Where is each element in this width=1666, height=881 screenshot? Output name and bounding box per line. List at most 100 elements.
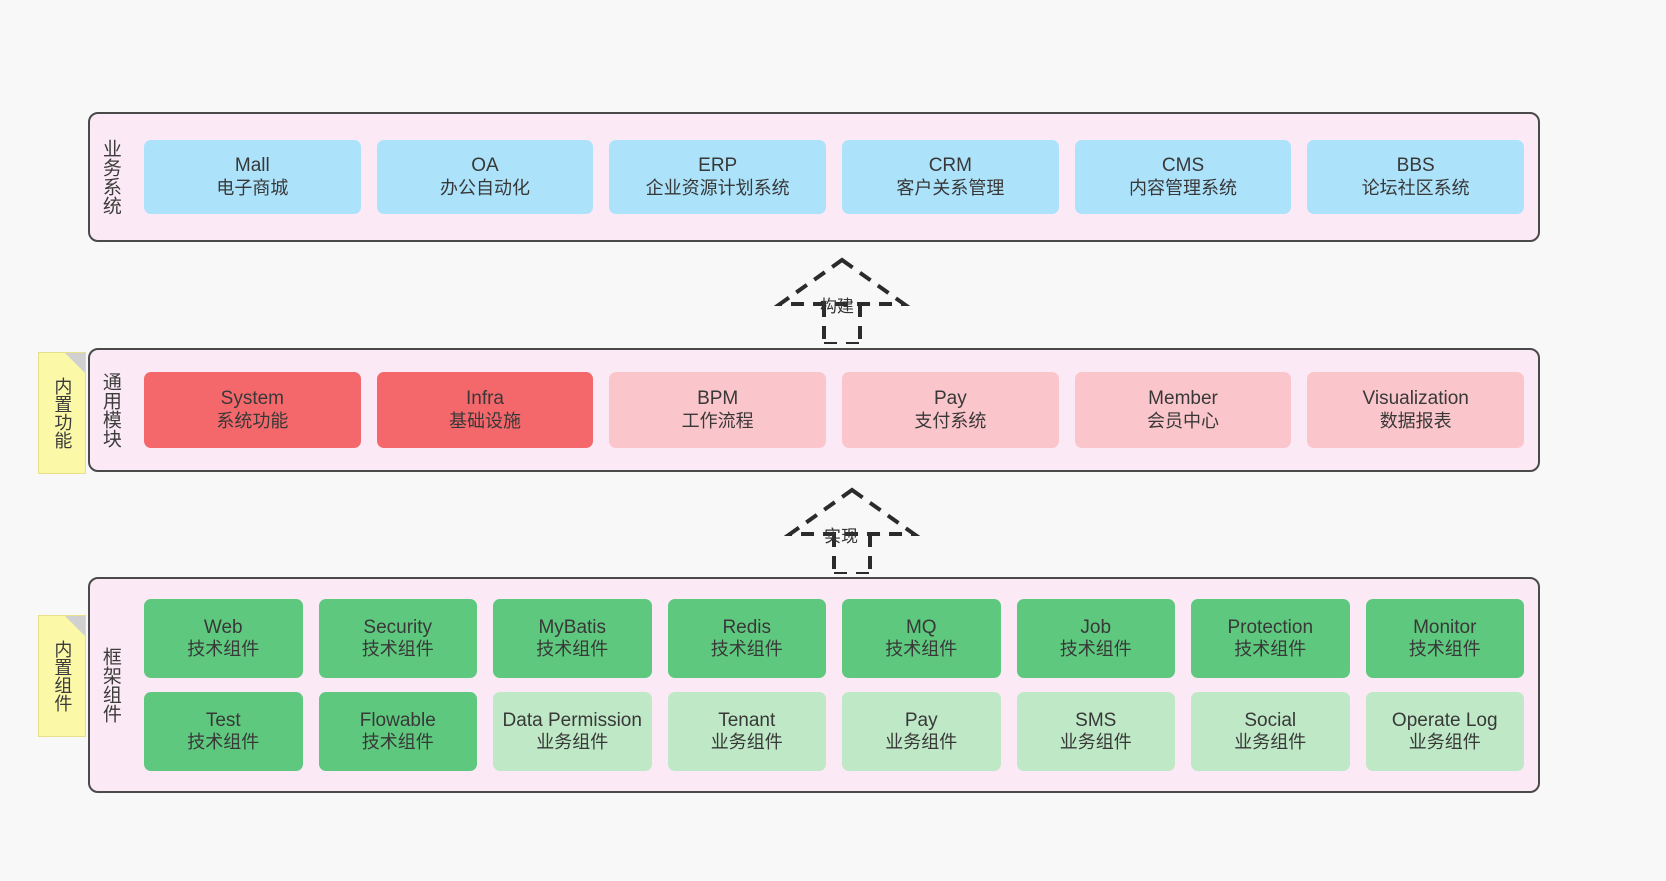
node-title: Protection bbox=[1227, 616, 1314, 638]
node-pay-component[interactable]: Pay 业务组件 bbox=[842, 692, 1001, 771]
node-title: BBS bbox=[1396, 155, 1435, 177]
node-oa[interactable]: OA 办公自动化 bbox=[376, 140, 594, 214]
node-row: Test 技术组件 Flowable 技术组件 Data Permission … bbox=[144, 692, 1524, 771]
node-title: MyBatis bbox=[538, 616, 607, 638]
node-visualization[interactable]: Visualization 数据报表 bbox=[1307, 372, 1525, 448]
note-text: 内置功能 bbox=[52, 377, 73, 449]
node-title: Visualization bbox=[1362, 388, 1469, 410]
node-subtitle: 技术组件 bbox=[1234, 639, 1307, 660]
node-erp[interactable]: ERP 企业资源计划系统 bbox=[609, 140, 827, 214]
layer-common-modules: 通用模块 System 系统功能 Infra 基础设施 BPM 工作流程 Pay bbox=[88, 348, 1540, 472]
node-security[interactable]: Security 技术组件 bbox=[318, 599, 477, 678]
node-subtitle: 办公自动化 bbox=[440, 177, 530, 198]
layer-label-framework-components: 框架组件 bbox=[99, 647, 121, 723]
node-pay-module[interactable]: Pay 支付系统 bbox=[842, 372, 1059, 448]
node-title: Monitor bbox=[1413, 616, 1477, 638]
node-subtitle: 业务组件 bbox=[1059, 732, 1132, 753]
node-redis[interactable]: Redis 技术组件 bbox=[667, 599, 826, 678]
layer-label-common-modules: 通用模块 bbox=[99, 372, 121, 448]
node-subtitle: 电子商城 bbox=[216, 177, 289, 198]
layer-body-framework-components: Web 技术组件 Security 技术组件 MyBatis 技术组件 Redi… bbox=[130, 579, 1538, 791]
node-subtitle: 技术组件 bbox=[361, 639, 434, 660]
note-built-in-components: 内置组件 bbox=[38, 615, 86, 737]
node-title: Social bbox=[1244, 709, 1297, 731]
node-mybatis[interactable]: MyBatis 技术组件 bbox=[493, 599, 652, 678]
node-title: Infra bbox=[465, 388, 505, 410]
node-subtitle: 技术组件 bbox=[187, 732, 260, 753]
node-title: Tenant bbox=[718, 709, 776, 731]
node-title: Test bbox=[205, 709, 241, 731]
node-sms[interactable]: SMS 业务组件 bbox=[1016, 692, 1175, 771]
node-title: ERP bbox=[698, 155, 738, 177]
node-subtitle: 企业资源计划系统 bbox=[645, 177, 790, 198]
node-mq[interactable]: MQ 技术组件 bbox=[842, 599, 1001, 678]
node-title: Security bbox=[363, 616, 433, 638]
node-subtitle: 论坛社区系统 bbox=[1361, 177, 1470, 198]
node-row: Mall 电子商城 OA 办公自动化 ERP 企业资源计划系统 CRM 客户关系… bbox=[144, 140, 1525, 214]
node-title: CMS bbox=[1161, 155, 1205, 177]
node-monitor[interactable]: Monitor 技术组件 bbox=[1365, 599, 1524, 678]
node-web[interactable]: Web 技术组件 bbox=[144, 599, 303, 678]
node-subtitle: 系统功能 bbox=[216, 410, 289, 431]
node-subtitle: 业务组件 bbox=[1234, 732, 1307, 753]
node-title: Redis bbox=[722, 616, 772, 638]
layer-label-business-systems: 业务系统 bbox=[99, 139, 121, 215]
connector-label-build: 构建 bbox=[820, 297, 854, 316]
node-title: MQ bbox=[905, 616, 937, 638]
node-crm[interactable]: CRM 客户关系管理 bbox=[842, 140, 1059, 214]
node-title: Member bbox=[1148, 388, 1218, 410]
node-subtitle: 会员中心 bbox=[1147, 410, 1220, 431]
node-title: Web bbox=[203, 616, 243, 638]
node-subtitle: 工作流程 bbox=[681, 410, 754, 431]
layer-body-common-modules: System 系统功能 Infra 基础设施 BPM 工作流程 Pay 支付系统… bbox=[130, 350, 1538, 470]
node-subtitle: 技术组件 bbox=[1408, 639, 1481, 660]
node-title: Operate Log bbox=[1391, 709, 1498, 731]
node-cms[interactable]: CMS 内容管理系统 bbox=[1074, 140, 1292, 214]
node-title: Job bbox=[1080, 616, 1112, 638]
node-row: Web 技术组件 Security 技术组件 MyBatis 技术组件 Redi… bbox=[144, 599, 1524, 678]
node-subtitle: 客户关系管理 bbox=[896, 177, 1005, 198]
node-title: Mall bbox=[234, 155, 270, 177]
node-title: Data Permission bbox=[502, 709, 642, 731]
node-infra[interactable]: Infra 基础设施 bbox=[376, 372, 594, 448]
node-title: Pay bbox=[933, 388, 967, 410]
node-mall[interactable]: Mall 电子商城 bbox=[144, 140, 361, 214]
node-title: System bbox=[220, 388, 285, 410]
node-subtitle: 业务组件 bbox=[710, 732, 783, 753]
node-tenant[interactable]: Tenant 业务组件 bbox=[667, 692, 826, 771]
node-subtitle: 业务组件 bbox=[536, 732, 609, 753]
node-member[interactable]: Member 会员中心 bbox=[1074, 372, 1292, 448]
node-subtitle: 业务组件 bbox=[1408, 732, 1481, 753]
connector-label-implement: 实现 bbox=[824, 527, 858, 546]
node-operate-log[interactable]: Operate Log 业务组件 bbox=[1365, 692, 1524, 771]
node-title: Flowable bbox=[359, 709, 436, 731]
node-social[interactable]: Social 业务组件 bbox=[1191, 692, 1350, 771]
node-subtitle: 技术组件 bbox=[361, 732, 434, 753]
layer-framework-components: 框架组件 Web 技术组件 Security 技术组件 MyBatis 技术组件… bbox=[88, 577, 1540, 793]
node-row: System 系统功能 Infra 基础设施 BPM 工作流程 Pay 支付系统… bbox=[144, 372, 1525, 448]
node-flowable[interactable]: Flowable 技术组件 bbox=[318, 692, 477, 771]
node-title: CRM bbox=[928, 155, 972, 177]
node-title: Pay bbox=[904, 709, 938, 731]
node-job[interactable]: Job 技术组件 bbox=[1016, 599, 1175, 678]
node-test[interactable]: Test 技术组件 bbox=[144, 692, 303, 771]
node-system[interactable]: System 系统功能 bbox=[144, 372, 361, 448]
node-subtitle: 技术组件 bbox=[536, 639, 609, 660]
node-protection[interactable]: Protection 技术组件 bbox=[1191, 599, 1350, 678]
node-subtitle: 基础设施 bbox=[449, 410, 521, 431]
node-bbs[interactable]: BBS 论坛社区系统 bbox=[1307, 140, 1525, 214]
node-subtitle: 业务组件 bbox=[885, 732, 958, 753]
node-subtitle: 支付系统 bbox=[914, 410, 987, 431]
note-built-in-functions: 内置功能 bbox=[38, 352, 86, 474]
node-subtitle: 技术组件 bbox=[1059, 639, 1132, 660]
node-subtitle: 技术组件 bbox=[187, 639, 260, 660]
note-text: 内置组件 bbox=[52, 640, 73, 712]
node-subtitle: 数据报表 bbox=[1379, 410, 1452, 431]
node-subtitle: 技术组件 bbox=[885, 639, 958, 660]
node-bpm[interactable]: BPM 工作流程 bbox=[609, 372, 827, 448]
node-data-permission[interactable]: Data Permission 业务组件 bbox=[493, 692, 652, 771]
node-title: BPM bbox=[697, 388, 739, 410]
node-title: OA bbox=[471, 155, 499, 177]
node-subtitle: 内容管理系统 bbox=[1129, 177, 1238, 198]
